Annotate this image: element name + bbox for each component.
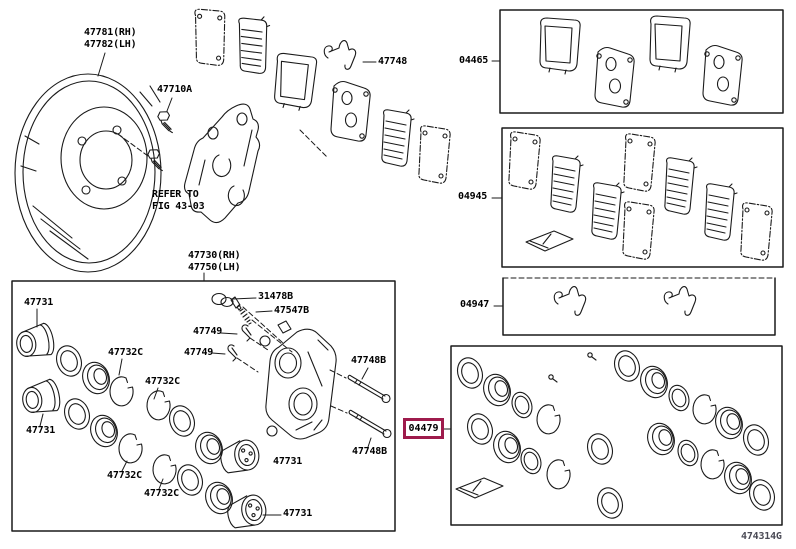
brake-pad-backing xyxy=(330,80,371,142)
finned-shim-2 xyxy=(381,109,415,167)
part-label-caliper-lh: 47750(LH) xyxy=(188,262,241,273)
figure-code: 474314G xyxy=(741,531,782,542)
part-label-mount-bolt: 47710A xyxy=(157,84,192,95)
retaining-pin-1 xyxy=(241,324,252,342)
piston-row-lower xyxy=(19,377,269,530)
kit-label-fitting-kit: 04947 xyxy=(460,299,490,310)
finned-shim xyxy=(236,15,274,76)
part-label-piston-3: 47731 xyxy=(273,456,303,467)
leader-lines xyxy=(36,52,504,516)
part-label-seal-1: 47732C xyxy=(108,347,143,358)
caliper-body xyxy=(259,320,337,440)
part-label-piston-1: 47731 xyxy=(24,297,54,308)
retaining-pin-2 xyxy=(227,344,238,362)
caliper-assembly-drawing xyxy=(13,292,392,530)
fitting-kit-contents xyxy=(553,285,697,316)
bleeder-cap xyxy=(211,292,234,308)
part-label-piston-4: 47731 xyxy=(283,508,313,519)
part-label-slide-bolt-2: 47748B xyxy=(352,446,387,457)
piston-row-upper xyxy=(13,321,262,475)
part-label-piston-2: 47731 xyxy=(26,425,56,436)
part-label-bleeder-plug: 47547B xyxy=(274,305,309,316)
kit-label-shim-kit: 04945 xyxy=(458,191,488,202)
part-label-pin-2: 47749 xyxy=(184,347,214,358)
highlighted-kit-label-cylinder-kit: 04479 xyxy=(403,418,444,439)
slide-bolt-1 xyxy=(347,374,391,404)
shield-bolt-2 xyxy=(144,147,168,172)
pad-set-drawing xyxy=(192,6,451,184)
pad-kit-contents xyxy=(539,15,743,108)
part-label-seal-4: 47732C xyxy=(144,488,179,499)
grease-packet xyxy=(525,230,574,252)
refer-note-line1: REFER TO xyxy=(152,189,199,200)
part-label-seal-3: 47732C xyxy=(107,470,142,481)
outer-shim xyxy=(192,6,229,68)
torque-plate-drawing xyxy=(183,103,261,224)
shield-bolt-1 xyxy=(154,109,178,134)
cylinder-kit-contents xyxy=(452,346,780,523)
part-label-pin-1: 47749 xyxy=(193,326,223,337)
outer-shim-2 xyxy=(418,125,451,184)
part-label-pad-clip: 47748 xyxy=(378,56,408,67)
part-label-slide-bolt-1: 47748B xyxy=(351,355,386,366)
brake-pad xyxy=(273,52,318,112)
shim-kit-contents xyxy=(508,131,773,261)
dust-shield-drawing xyxy=(14,73,162,273)
kit-label-cylinder-kit: 04479 xyxy=(408,423,439,434)
kit-label-pad-kit: 04465 xyxy=(459,55,489,66)
kit-boxes xyxy=(11,9,784,532)
part-label-bleeder-cap: 31478B xyxy=(258,291,293,302)
part-label-seal-2: 47732C xyxy=(145,376,180,387)
part-label-caliper-rh: 47730(RH) xyxy=(188,250,241,261)
grease-packet-2 xyxy=(455,477,504,499)
bleeder-plug xyxy=(230,296,252,325)
part-label-shield-rh: 47781(RH) xyxy=(84,27,137,38)
slide-bolt-2 xyxy=(348,409,392,439)
part-label-shield-lh: 47782(LH) xyxy=(84,39,137,50)
refer-note-line2: FIG 43-03 xyxy=(152,201,205,212)
pad-wire-clip xyxy=(323,39,357,70)
